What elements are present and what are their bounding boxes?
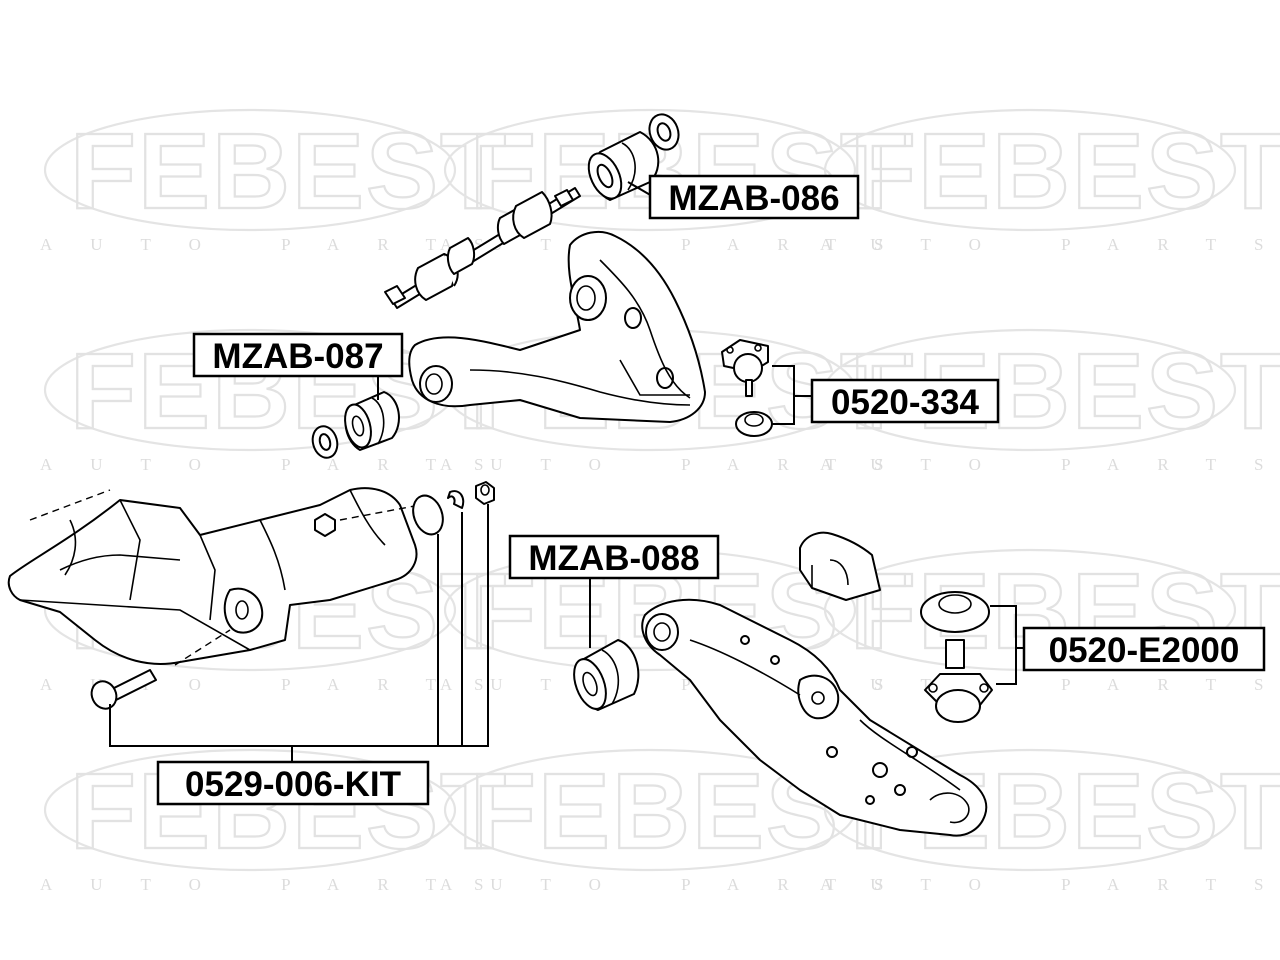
part-number-mzab-087: MZAB-087 (212, 337, 383, 376)
watermark-logo: FEBEST AUTO PARTS (40, 108, 522, 254)
watermark-tagline: AUTO PARTS (40, 235, 522, 254)
bushing-mzab-088 (573, 639, 640, 711)
watermark-logo: FEBEST AUTO PARTS (820, 328, 1280, 474)
upper-arm-shaft (384, 187, 581, 309)
watermark-tagline: AUTO PARTS (820, 875, 1280, 894)
bushing-mzab-087 (344, 391, 400, 451)
cam-bolt-kit (90, 481, 495, 710)
watermark-tagline: AUTO PARTS (40, 875, 522, 894)
washer-mzab-086 (648, 113, 680, 151)
watermark-tagline: AUTO PARTS (820, 235, 1280, 254)
watermark-tagline: AUTO PARTS (440, 455, 922, 474)
upper-control-arm (408, 230, 706, 423)
watermark-brand: FEBEST (850, 110, 1280, 231)
ball-joint-0520-334 (721, 339, 773, 437)
watermark-brand: FEBEST (70, 110, 508, 231)
leader-lines (109, 181, 1024, 762)
callout-0520-e2000: 0520-E2000 (1022, 626, 1266, 672)
part-number-mzab-088: MZAB-088 (528, 539, 699, 578)
watermark-tagline: AUTO PARTS (820, 675, 1280, 694)
watermark-tagline: AUTO PARTS (440, 875, 922, 894)
callout-mzab-087: MZAB-087 (192, 332, 404, 378)
watermark-tagline: AUTO PARTS (40, 455, 522, 474)
lower-control-arm (641, 598, 988, 837)
callout-mzab-088: MZAB-088 (508, 534, 720, 580)
watermark-logo: FEBEST AUTO PARTS (820, 548, 1280, 694)
watermark-tagline: AUTO PARTS (440, 235, 922, 254)
bump-stopper (799, 531, 881, 601)
part-number-0520-e2000: 0520-E2000 (1049, 631, 1240, 670)
watermark-tagline: AUTO PARTS (820, 455, 1280, 474)
ball-joint-0520-e2000 (920, 591, 993, 723)
washer-mzab-087 (311, 425, 339, 459)
callout-mzab-086: MZAB-086 (648, 174, 860, 220)
part-number-0520-334: 0520-334 (831, 383, 979, 422)
bushing-mzab-086 (587, 131, 660, 201)
frame-crossmember (7, 487, 421, 666)
part-number-0529-006-kit: 0529-006-KIT (185, 765, 401, 804)
watermark-logo: FEBEST AUTO PARTS (820, 108, 1280, 254)
callout-0520-334: 0520-334 (810, 378, 1000, 424)
callout-0529-006-kit: 0529-006-KIT (156, 760, 430, 806)
part-number-mzab-086: MZAB-086 (668, 179, 839, 218)
